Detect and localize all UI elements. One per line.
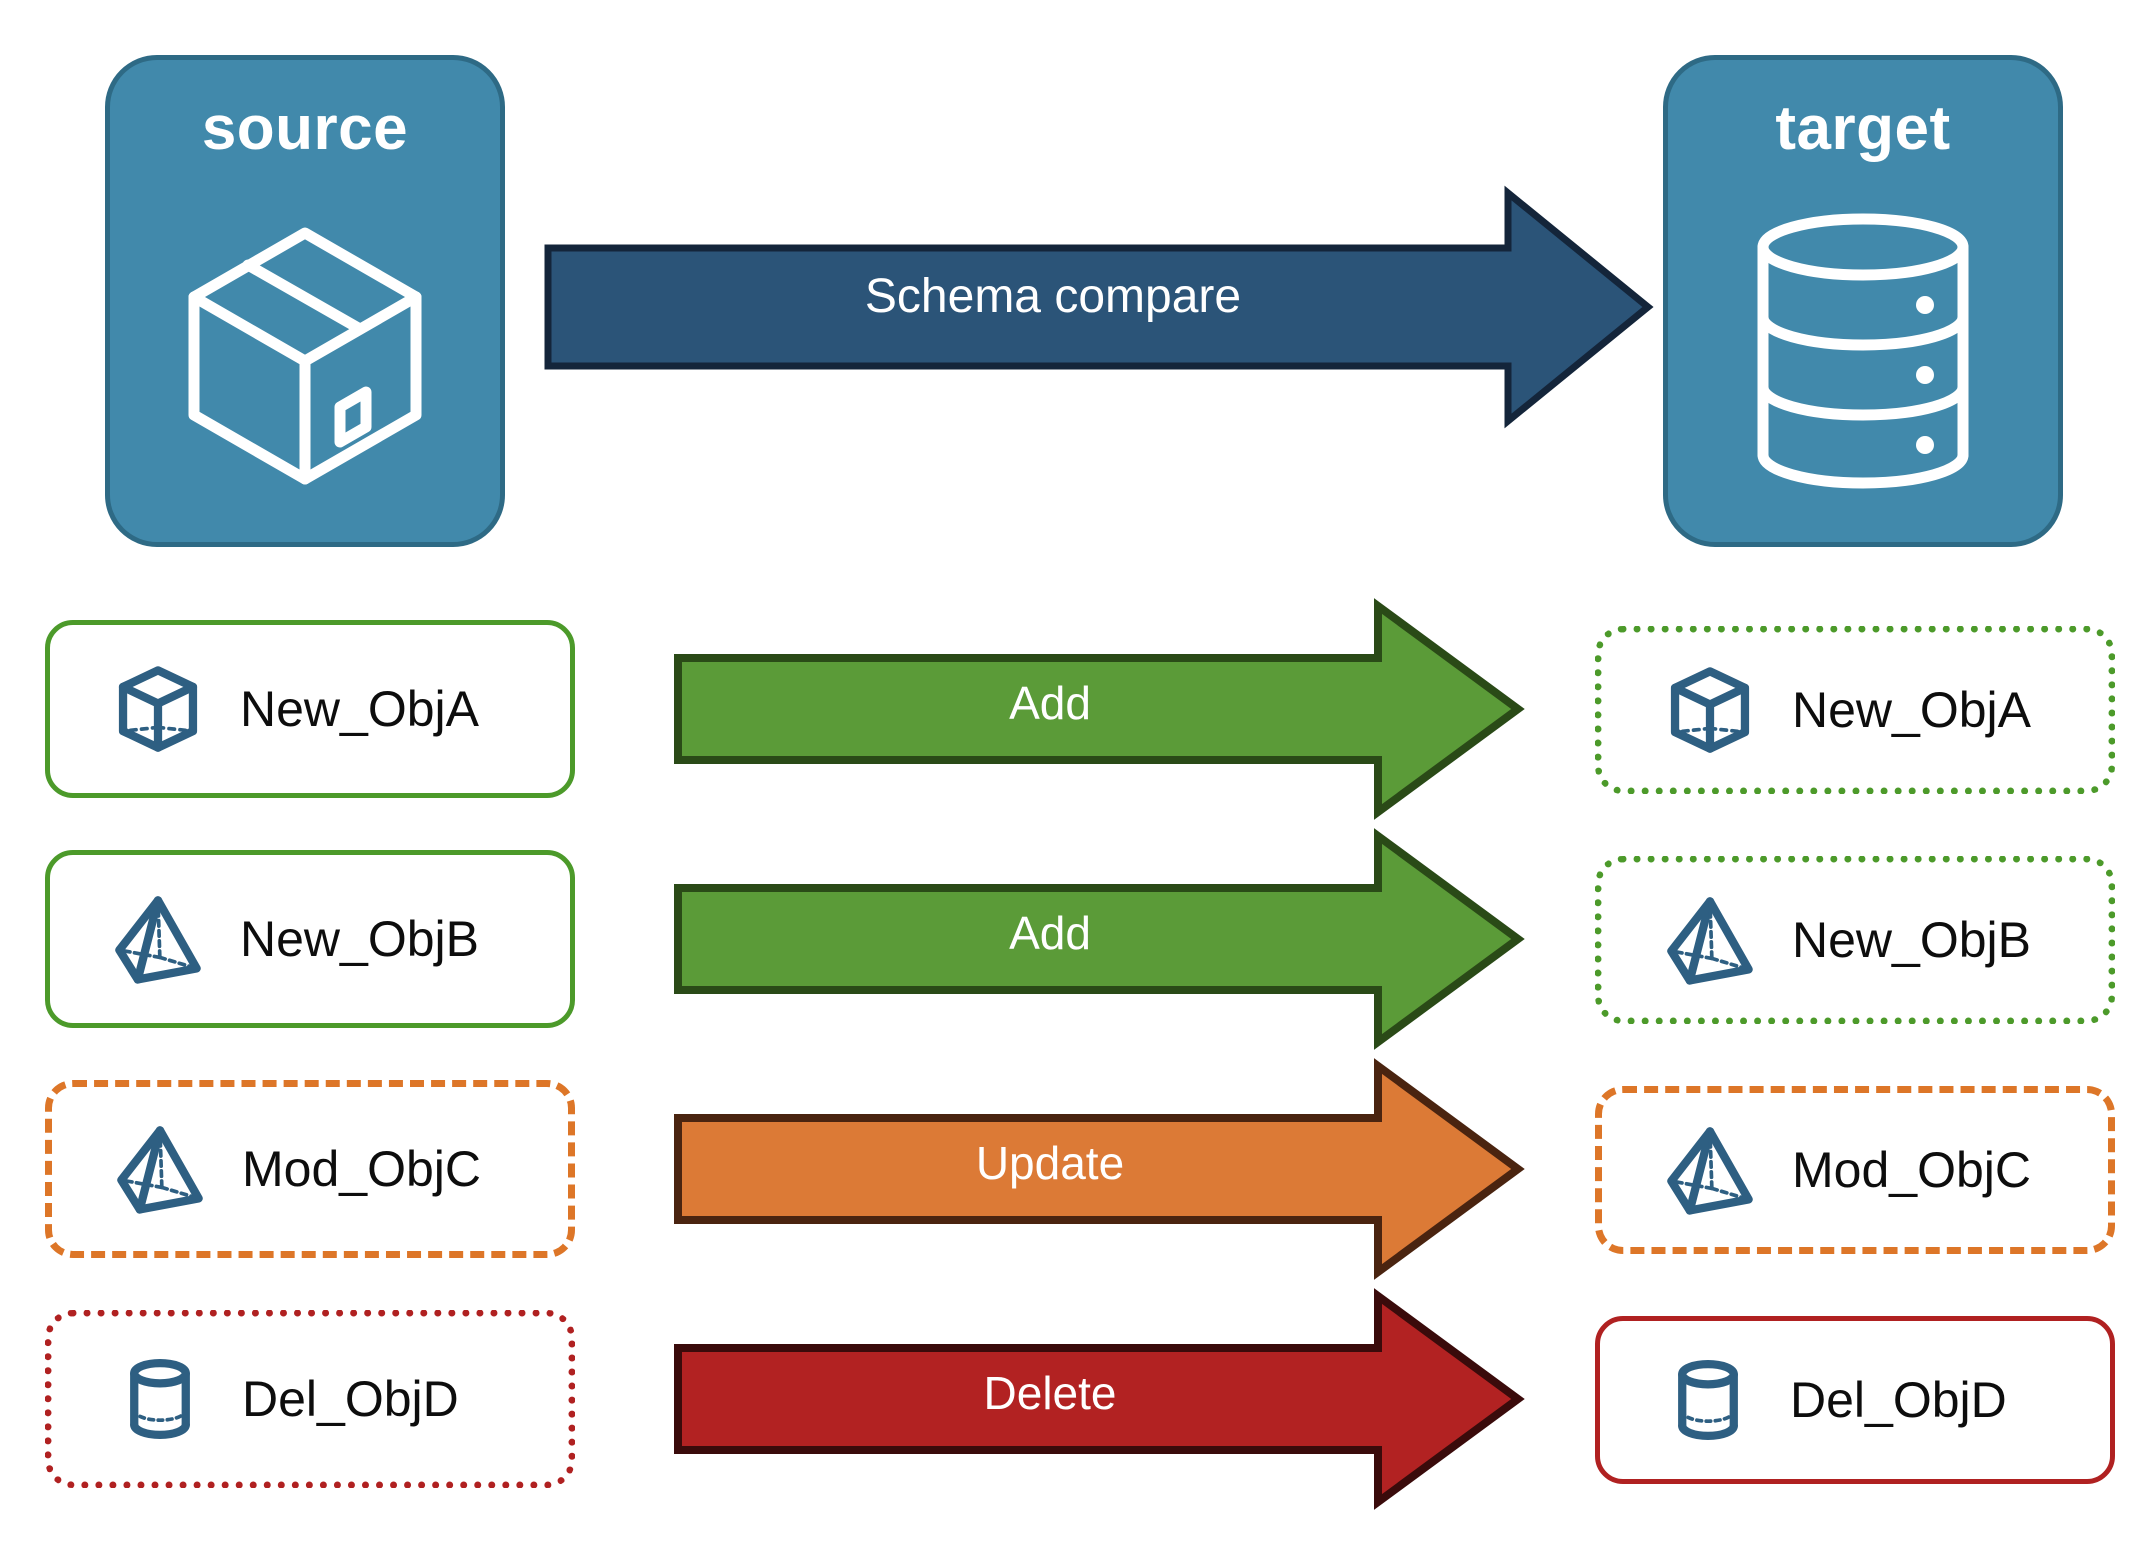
- target-title: target: [1775, 94, 1951, 163]
- source-object-label: Mod_ObjC: [242, 1141, 481, 1197]
- target-panel: target: [1663, 55, 2063, 547]
- target-object-box[interactable]: New_ObjA: [1595, 626, 2115, 794]
- db-led-2: [1916, 366, 1934, 384]
- pyramid-wireframe-icon: [1667, 897, 1753, 985]
- delete-arrow-shape: [674, 1288, 1525, 1510]
- source-title: source: [201, 94, 409, 163]
- source-object-box[interactable]: Del_ObjD: [45, 1310, 575, 1488]
- target-object-label: Del_ObjD: [1790, 1372, 2007, 1428]
- pyramid-wireframe-icon: [117, 1126, 203, 1214]
- source-object-box[interactable]: New_ObjA: [45, 620, 575, 798]
- schema-compare-arrow: Schema compare: [544, 185, 1654, 429]
- add-arrow-shape: [674, 828, 1525, 1050]
- target-icon-area: [1668, 160, 2058, 542]
- target-object-label: New_ObjB: [1792, 912, 2031, 968]
- source-object-label: New_ObjB: [240, 911, 479, 967]
- db-led-1: [1916, 296, 1934, 314]
- cube-wireframe-icon: [118, 666, 198, 752]
- pyramid-wireframe-icon: [115, 896, 201, 984]
- target-object-label: New_ObjA: [1792, 682, 2031, 738]
- add-arrow-shape: [674, 598, 1525, 820]
- row-action-arrow: Delete: [674, 1288, 1525, 1510]
- cube-wireframe-icon: [1670, 667, 1750, 753]
- cylinder-wireframe-icon: [130, 1358, 190, 1440]
- target-object-box[interactable]: Mod_ObjC: [1595, 1086, 2115, 1254]
- box-3d-icon: [188, 227, 422, 485]
- update-arrow-shape: [674, 1058, 1525, 1280]
- source-panel: source: [105, 55, 505, 547]
- cylinder-wireframe-icon: [1678, 1359, 1738, 1441]
- target-object-label: Mod_ObjC: [1792, 1142, 2031, 1198]
- source-object-box[interactable]: Mod_ObjC: [45, 1080, 575, 1258]
- row-action-arrow: Update: [674, 1058, 1525, 1280]
- target-object-box[interactable]: New_ObjB: [1595, 856, 2115, 1024]
- source-icon-area: [110, 160, 500, 542]
- db-led-3: [1916, 436, 1934, 454]
- row-action-arrow: Add: [674, 828, 1525, 1050]
- source-object-label: Del_ObjD: [242, 1371, 459, 1427]
- source-object-label: New_ObjA: [240, 681, 479, 737]
- source-object-box[interactable]: New_ObjB: [45, 850, 575, 1028]
- database-cylinder-icon: [1757, 213, 1969, 489]
- pyramid-wireframe-icon: [1667, 1127, 1753, 1215]
- compare-row: New_ObjA Add New_ObjA: [0, 598, 2150, 820]
- compare-row: New_ObjB Add New_ObjB: [0, 828, 2150, 1050]
- target-object-box[interactable]: Del_ObjD: [1595, 1316, 2115, 1484]
- row-action-arrow: Add: [674, 598, 1525, 820]
- schema-compare-arrow-shape: [544, 185, 1654, 429]
- compare-row: Del_ObjD Delete Del_ObjD: [0, 1288, 2150, 1510]
- compare-row: Mod_ObjC Update Mod_ObjC: [0, 1058, 2150, 1280]
